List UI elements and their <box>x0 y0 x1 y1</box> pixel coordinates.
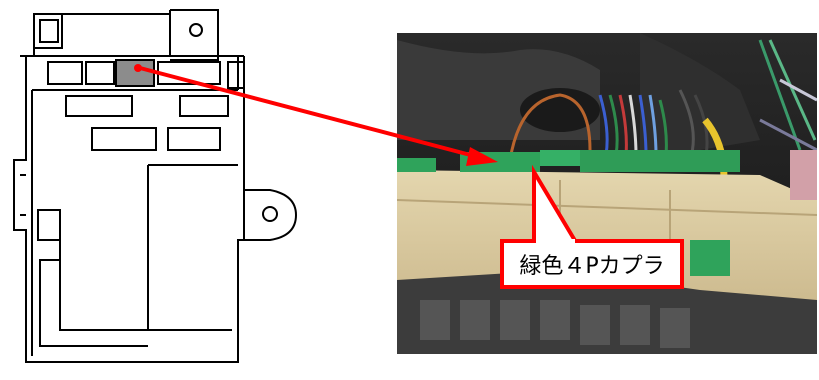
highlighted-coupler-slot <box>115 59 155 87</box>
callout-label: 緑色４Pカプラ <box>519 254 665 279</box>
pointer-arrow <box>134 64 498 166</box>
callout-box <box>500 239 684 289</box>
connector-photo <box>397 33 817 354</box>
callout-leader <box>532 164 579 246</box>
fuse-box-diagram <box>13 9 298 363</box>
